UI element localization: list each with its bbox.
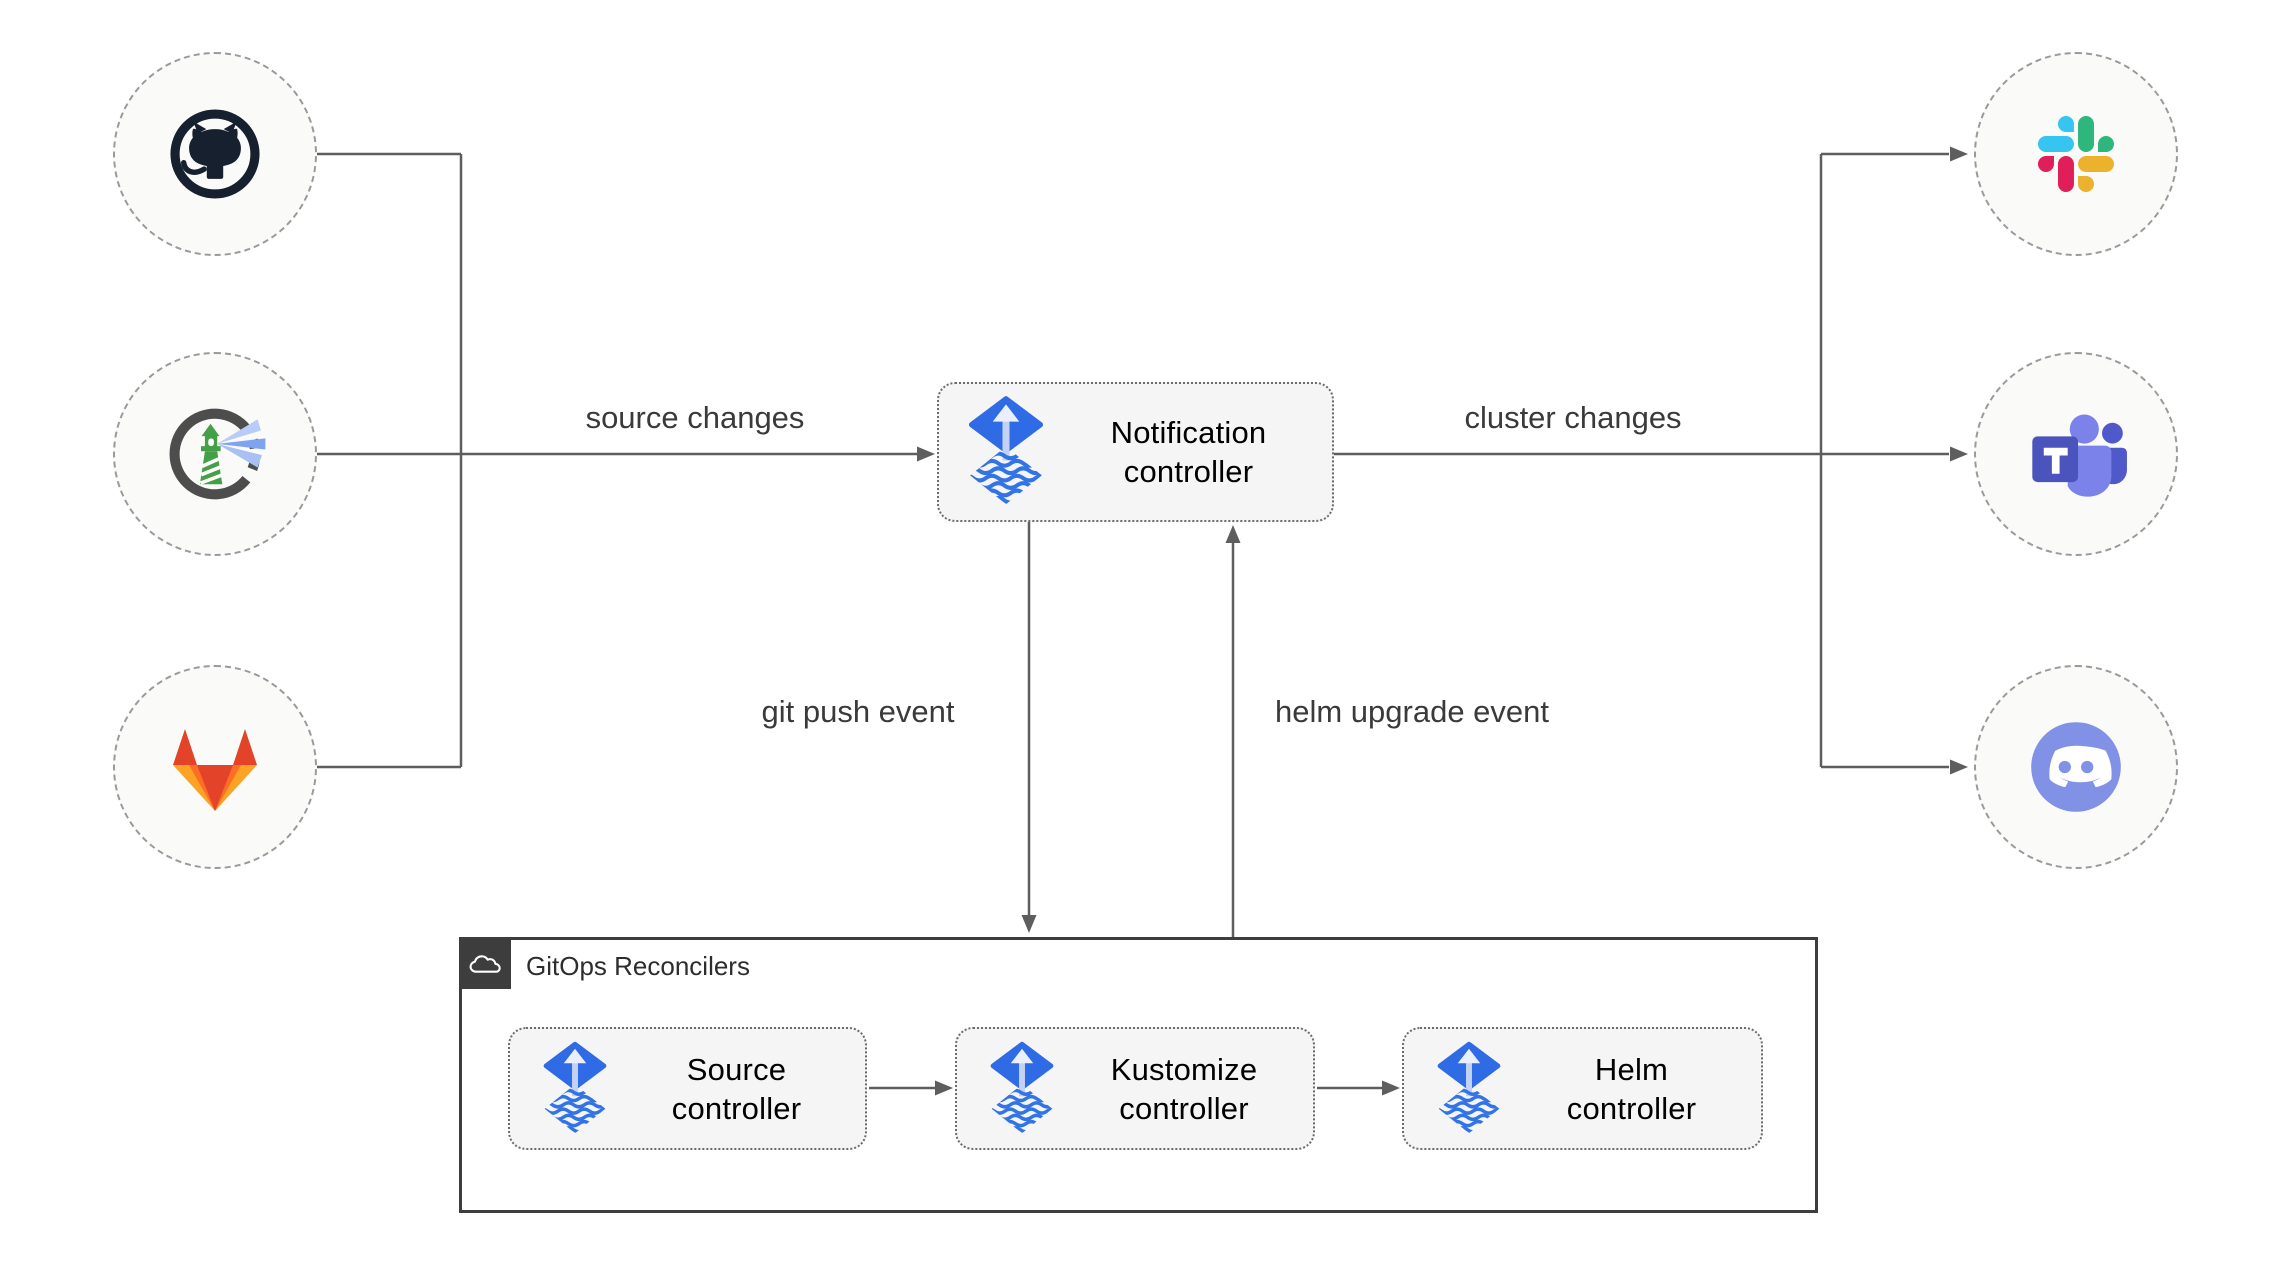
github-icon: [170, 109, 260, 199]
node-discord: [1974, 665, 2178, 869]
edge-label-git-push-event: git push event: [761, 694, 955, 729]
microsoft-teams-icon: [2032, 414, 2127, 497]
node-slack: [1974, 52, 2178, 256]
node-notification-controller: Notification controller: [937, 382, 1334, 522]
flux-icon: [989, 1039, 1055, 1139]
node-gitlab: [113, 665, 317, 869]
flux-icon: [967, 394, 1045, 510]
cloud-badge: [461, 939, 511, 989]
edge-label-cluster-changes: cluster changes: [1464, 400, 1682, 435]
harbor-icon: [169, 408, 266, 500]
kustomize-controller-label: Kustomize controller: [1110, 1051, 1258, 1126]
gitops-reconcilers-label: GitOps Reconcilers: [526, 951, 750, 981]
node-microsoft-teams: [1974, 352, 2178, 556]
discord-icon: [2031, 722, 2121, 812]
node-helm-controller: Helm controller: [1402, 1027, 1763, 1150]
source-controller-label: Source controller: [671, 1051, 802, 1126]
node-github: [113, 52, 317, 256]
node-harbor: [113, 352, 317, 556]
gitlab-icon: [173, 729, 257, 811]
slack-icon: [2038, 116, 2114, 192]
helm-controller-label: Helm controller: [1566, 1051, 1697, 1126]
node-source-controller: Source controller: [508, 1027, 867, 1150]
cloud-icon: [469, 955, 501, 973]
flux-icon: [542, 1039, 608, 1139]
edge-label-source-changes: source changes: [585, 400, 805, 435]
edge-label-helm-upgrade-event: helm upgrade event: [1274, 694, 1550, 729]
flux-icon: [1436, 1039, 1502, 1139]
gitops-reconcilers-container: GitOps Reconcilers: [459, 937, 1818, 1213]
notification-controller-label: Notification controller: [1110, 415, 1267, 489]
node-kustomize-controller: Kustomize controller: [955, 1027, 1315, 1150]
